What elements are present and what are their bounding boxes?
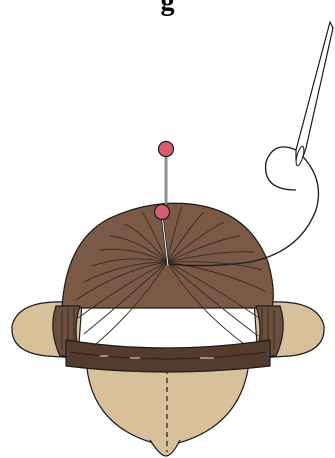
pin-top xyxy=(159,142,174,207)
hair-wig xyxy=(53,203,283,372)
needle xyxy=(295,22,333,166)
